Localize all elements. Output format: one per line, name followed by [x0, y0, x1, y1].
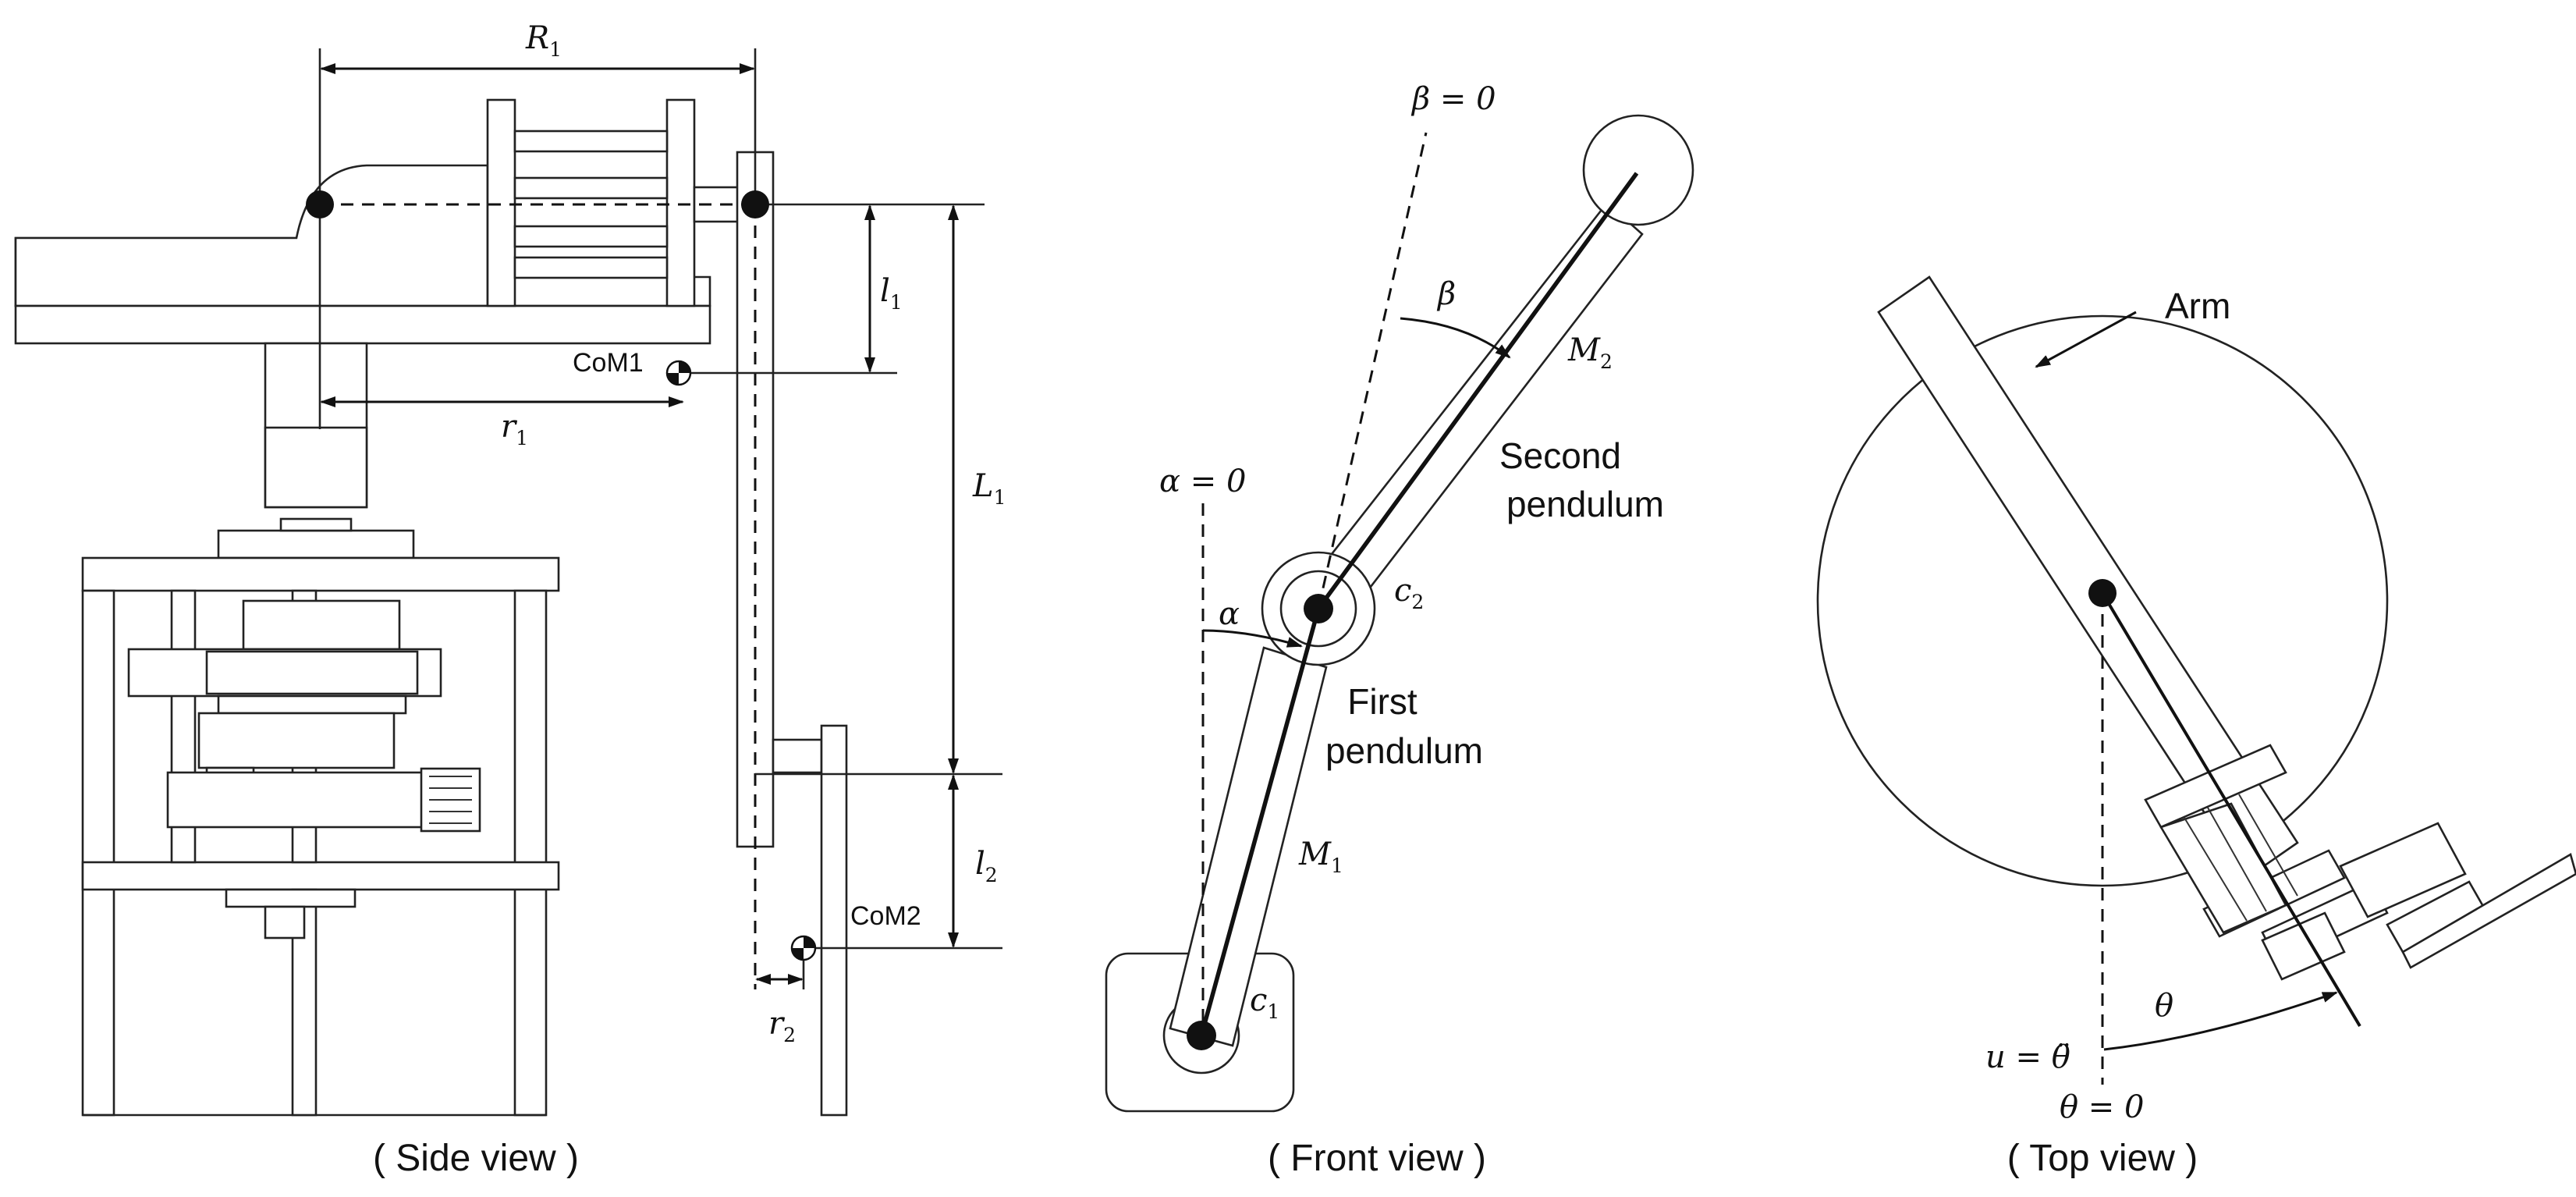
- side-belt-lower: [166, 771, 427, 829]
- side-bottom-block: [225, 888, 357, 908]
- label-first-pendulum-line2: pendulum: [1325, 730, 1483, 771]
- front-first-rod: [1199, 608, 1321, 1036]
- top-view: Arm θ u = θ̈ θ = 0 ( Top view ): [1816, 275, 2576, 1179]
- side-cylinder-right: [665, 98, 696, 307]
- side-pulley-ring: [217, 694, 407, 715]
- top-pendulum-link: [2401, 853, 2576, 969]
- label-u-equals-theta-ddot: u = θ̈: [1985, 1039, 2070, 1075]
- top-arm: [1877, 275, 2299, 879]
- side-coupling-collar: [279, 517, 353, 532]
- label-beta: β: [1436, 276, 1456, 312]
- label-alpha: α: [1219, 596, 1240, 632]
- front-view: β = 0 α = 0 β α M2 M1 c2 c1 Second pendu…: [1105, 81, 1694, 1179]
- side-cylinder-bar4: [513, 256, 669, 279]
- side-cylinder-left: [486, 98, 516, 307]
- side-view: R1 r1 l1 L1 l2 r2 CoM1 CoM2 ( Side view …: [14, 20, 1006, 1179]
- label-theta: θ: [2155, 988, 2173, 1024]
- label-beta-zero: β = 0: [1410, 81, 1496, 117]
- side-frame-post-left: [81, 589, 115, 1117]
- label-c1: c1: [1250, 982, 1279, 1023]
- front-upper-joint-dot: [1304, 594, 1333, 623]
- side-housing-bar: [14, 304, 711, 345]
- side-pulley-belt: [205, 650, 419, 695]
- front-beta-arc: [1400, 317, 1511, 359]
- front-second-rod: [1316, 172, 1639, 610]
- side-bottom-stem: [264, 905, 306, 939]
- label-r2: r2: [768, 1006, 796, 1046]
- side-joint-block: [772, 738, 823, 774]
- side-frame-post-right: [513, 589, 548, 1117]
- side-gearbox: [197, 712, 396, 769]
- top-hub-block-c: [2261, 911, 2346, 981]
- side-pivot-dot: [306, 190, 334, 218]
- label-r1: r1: [501, 409, 528, 449]
- label-c2: c2: [1394, 573, 1424, 613]
- label-com2: CoM2: [850, 901, 921, 931]
- side-cylinder-bar2: [513, 176, 669, 200]
- label-arm: Arm: [2165, 286, 2230, 326]
- label-M2: M2: [1567, 332, 1613, 373]
- side-frame-mid: [81, 861, 560, 891]
- com1-marker-icon: [665, 360, 692, 386]
- label-second-pendulum-line2: pendulum: [1506, 484, 1664, 524]
- side-coupling: [217, 529, 415, 559]
- top-arm-rod: [2101, 591, 2361, 1028]
- side-pulley-cap: [242, 599, 401, 651]
- label-L1: L1: [972, 468, 1006, 509]
- label-alpha-zero: α = 0: [1159, 464, 1246, 499]
- side-second-link: [820, 724, 848, 1117]
- caption-top-view: ( Top view ): [2007, 1138, 2198, 1179]
- label-com1: CoM1: [573, 348, 644, 378]
- label-R1: R1: [525, 20, 562, 61]
- top-arm-pointer: [2035, 311, 2137, 368]
- com2-marker-icon: [790, 935, 817, 961]
- top-pivot-dot: [2088, 579, 2117, 607]
- side-column-lower: [264, 426, 368, 509]
- side-joint-dot: [741, 190, 769, 218]
- side-frame-top: [81, 556, 560, 592]
- label-first-pendulum-line1: First: [1347, 681, 1418, 722]
- caption-side-view: ( Side view ): [373, 1138, 579, 1179]
- front-alpha-arc: [1202, 629, 1303, 648]
- label-second-pendulum-line1: Second: [1499, 435, 1621, 476]
- side-cylinder-bar1: [513, 130, 669, 153]
- front-beta-zero-dash: [1317, 132, 1428, 609]
- side-upper-block: [14, 164, 489, 307]
- front-lower-joint-dot: [1187, 1021, 1216, 1050]
- top-hub-rails: [2159, 802, 2287, 934]
- top-theta-arc: [2103, 991, 2338, 1051]
- caption-front-view: ( Front view ): [1268, 1138, 1486, 1179]
- label-l1: l1: [880, 273, 903, 314]
- side-cylinder-bar3: [513, 225, 669, 248]
- label-theta-zero: θ = 0: [2060, 1089, 2144, 1125]
- label-M1: M1: [1298, 836, 1343, 877]
- label-l2: l2: [975, 846, 998, 886]
- front-top-ball: [1582, 114, 1694, 226]
- top-hub-block-b: [2339, 822, 2467, 918]
